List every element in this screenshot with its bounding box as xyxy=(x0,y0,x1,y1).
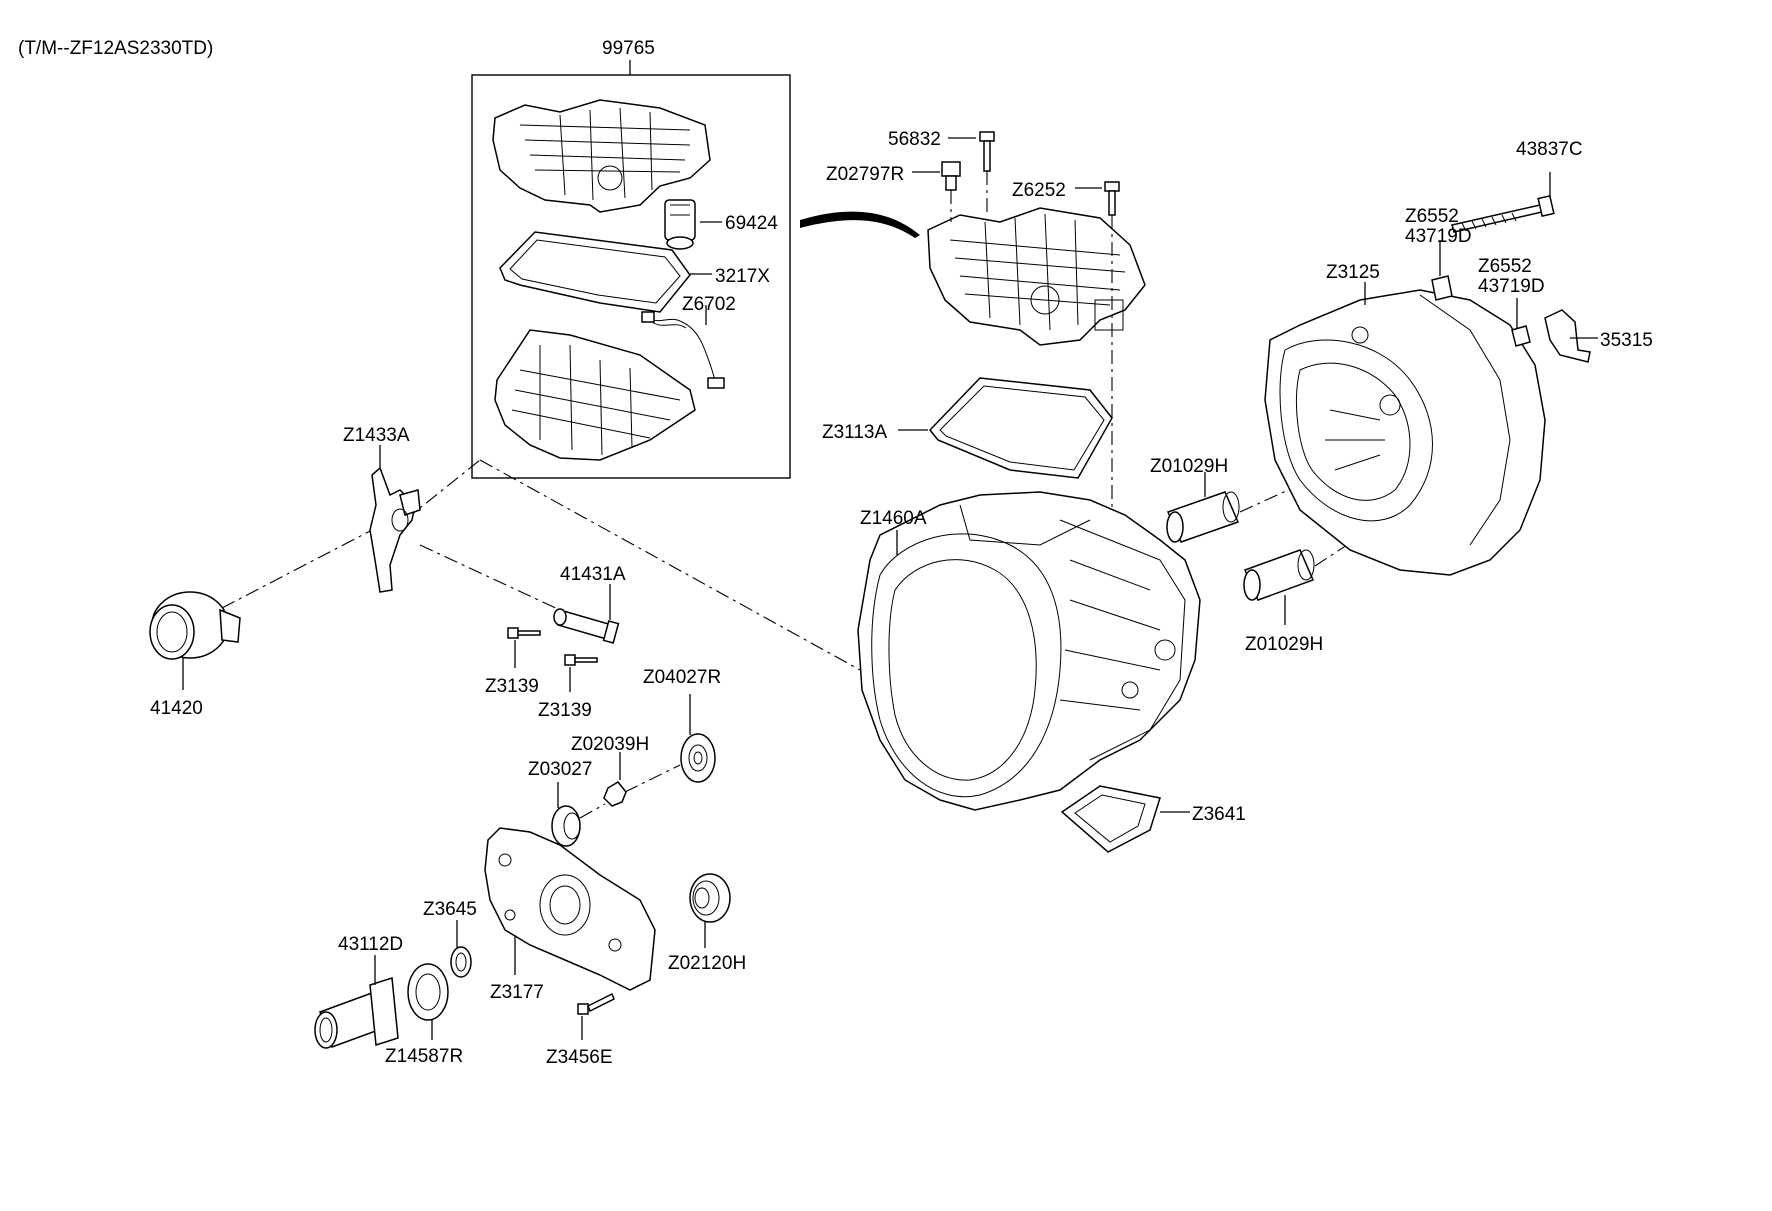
label-35315[interactable]: 35315 xyxy=(1600,330,1653,351)
label-41420[interactable]: 41420 xyxy=(150,698,203,719)
solenoid-69424 xyxy=(664,199,696,250)
gasket-Z14587R xyxy=(407,963,449,1021)
shaft-41431A xyxy=(553,608,620,644)
bolt-43837C xyxy=(1451,194,1555,233)
label-Z6552-b[interactable]: Z6552 xyxy=(1478,256,1532,277)
clip-Z6552-b xyxy=(1511,325,1531,347)
filter-Z01029H-b xyxy=(1243,549,1315,601)
cup-Z03027 xyxy=(551,803,606,847)
label-41431A[interactable]: 41431A xyxy=(560,564,626,585)
label-Z6552-a[interactable]: Z6552 xyxy=(1405,206,1459,227)
bolt-56832 xyxy=(979,131,995,215)
tube-43112D xyxy=(314,977,399,1049)
label-3217X[interactable]: 3217X xyxy=(715,266,770,287)
screw-Z3139-b xyxy=(564,654,598,666)
cover-Z3177 xyxy=(484,827,656,991)
label-Z6702[interactable]: Z6702 xyxy=(682,294,736,315)
valve-body-upper xyxy=(492,99,711,213)
gasket-Z3113A xyxy=(929,377,1113,479)
label-Z02797R[interactable]: Z02797R xyxy=(826,164,904,185)
label-Z3177[interactable]: Z3177 xyxy=(490,982,544,1003)
label-Z3139-b[interactable]: Z3139 xyxy=(538,700,592,721)
kit-frame xyxy=(471,74,791,479)
bearing-41420 xyxy=(149,591,241,660)
kit-99765-group: 99765 69424 3217X xyxy=(471,38,791,479)
label-Z01029H-b[interactable]: Z01029H xyxy=(1245,634,1323,655)
gear-Z02039H xyxy=(603,764,681,807)
housing-Z1460A xyxy=(857,491,1201,811)
filter-Z01029H-a xyxy=(1166,491,1240,543)
assembly-arrow xyxy=(800,211,920,238)
label-Z01029H-a[interactable]: Z01029H xyxy=(1150,456,1228,477)
gasket-3217X xyxy=(499,231,691,313)
cover-plate-Z3641 xyxy=(1060,785,1161,853)
label-Z3113A[interactable]: Z3113A xyxy=(822,422,887,443)
label-43837C[interactable]: 43837C xyxy=(1516,139,1583,160)
label-Z3645[interactable]: Z3645 xyxy=(423,899,477,920)
label-56832[interactable]: 56832 xyxy=(888,129,941,150)
label-Z6252[interactable]: Z6252 xyxy=(1012,180,1066,201)
label-Z04027R[interactable]: Z04027R xyxy=(643,667,721,688)
label-43719D-b[interactable]: 43719D xyxy=(1478,276,1545,297)
fork-Z1433A xyxy=(369,466,421,593)
label-Z3641[interactable]: Z3641 xyxy=(1192,804,1246,825)
label-69424[interactable]: 69424 xyxy=(725,213,778,234)
plug-Z02797R xyxy=(941,161,961,222)
harness-Z6702 xyxy=(641,311,725,389)
housing-Z3125 xyxy=(1264,289,1546,576)
seal-Z02120H xyxy=(689,873,731,923)
valve-body-lower xyxy=(494,329,696,461)
label-99765[interactable]: 99765 xyxy=(602,38,655,59)
bracket-35315 xyxy=(1544,309,1591,363)
label-Z3139-a[interactable]: Z3139 xyxy=(485,676,539,697)
label-Z14587R[interactable]: Z14587R xyxy=(385,1046,463,1067)
label-43719D-a[interactable]: 43719D xyxy=(1405,226,1472,247)
screw-Z3456E xyxy=(577,992,615,1015)
label-Z3456E[interactable]: Z3456E xyxy=(546,1047,613,1068)
label-Z1460A[interactable]: Z1460A xyxy=(860,508,927,529)
clip-Z6552-a xyxy=(1431,275,1453,301)
label-Z03027[interactable]: Z03027 xyxy=(528,759,592,780)
label-Z1433A[interactable]: Z1433A xyxy=(343,425,410,446)
screw-Z3139-a xyxy=(507,627,541,639)
oring-Z3645 xyxy=(450,946,472,978)
label-Z02039H[interactable]: Z02039H xyxy=(571,734,649,755)
bolt-Z6252 xyxy=(1104,181,1120,545)
label-43112D[interactable]: 43112D xyxy=(338,934,403,955)
label-Z3125[interactable]: Z3125 xyxy=(1326,262,1380,283)
label-Z02120H[interactable]: Z02120H xyxy=(668,953,746,974)
diagram-title: (T/M--ZF12AS2330TD) xyxy=(18,38,213,59)
gear-Z04027R xyxy=(680,733,716,783)
